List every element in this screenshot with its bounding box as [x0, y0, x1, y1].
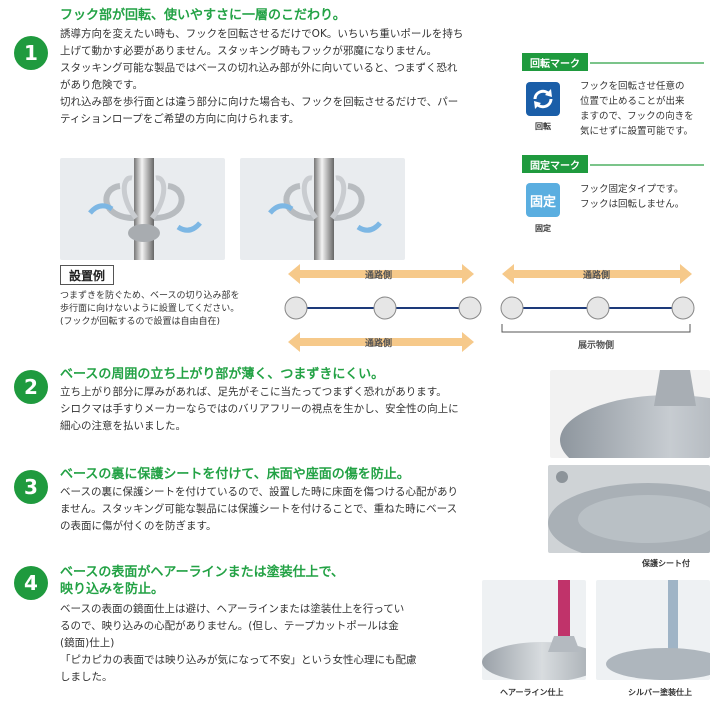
installation-line: つまずきを防ぐため、ベースの切り込み部を — [60, 291, 240, 301]
installation-line: (フックが回転するので設置は自由自在) — [60, 317, 221, 327]
rotation-mark-caption: 回転 — [535, 122, 551, 131]
rotation-mark-line: 位置で止めることが出来 — [580, 96, 685, 107]
section-4-title-line: ベースの表面がヘアーラインまたは塗装仕上で、 — [60, 565, 345, 580]
section-number-4: 4 — [14, 566, 48, 600]
section-number-1: 1 — [14, 36, 48, 70]
section-3-title: ベースの裏に保護シートを付けて、床面や座面の傷を防止。 — [60, 467, 410, 482]
installation-diagram — [284, 264, 695, 352]
fixed-hook-photo — [240, 158, 405, 260]
rotation-mark-line: ますので、フックの向きを — [580, 111, 694, 122]
fixed-mark-line: フック固定タイプです。 — [580, 184, 684, 195]
walkway-label-left-top: 通路側 — [365, 271, 393, 281]
rotation-mark-divider — [590, 62, 704, 64]
section-1-line: があり危険です。 — [60, 79, 143, 91]
section-4-line: ベースの表面の鏡面仕上は避け、ヘアーラインまたは塗装仕上を行ってい — [60, 603, 405, 615]
installation-example-title: 設置例 — [60, 265, 115, 285]
section-1-line: 上げて動かす必要がありません。スタッキング時もフックが邪魔になりません。 — [60, 45, 438, 57]
section-2-line: シロクマは手すりメーカーならではのバリアフリーの視点を生かし、安全性の向上に — [60, 403, 459, 415]
fixed-mark-description: フック固定タイプです。 フックは回転しません。 — [580, 182, 710, 212]
section-4-line: 「ピカピカの表面では映り込みが気になって不安」という女性心理にも配慮 — [60, 654, 417, 666]
walkway-label-left-bottom: 通路側 — [365, 339, 393, 349]
section-1-title: フック部が回転、使いやすさに一層のこだわり。 — [60, 8, 346, 23]
hairline-finish-photo — [482, 580, 586, 680]
section-4-title: ベースの表面がヘアーラインまたは塗装仕上で、 映り込みを防止。 — [60, 564, 344, 598]
section-4-line: るので、映り込みの心配がありません。(但し、テープカットポールは金 — [60, 620, 399, 632]
section-2-body: 立ち上がり部分に厚みがあれば、足先がそこに当たってつまずく恐れがあります。 シロ… — [60, 384, 520, 435]
walkway-label-right-top: 通路側 — [583, 271, 611, 281]
rotation-mark-label: 回転マーク — [522, 53, 588, 71]
section-1-line: 誘導方向を変えたい時も、フックを回転させるだけでOK。いちいち重いポールを持ち — [60, 28, 464, 40]
section-1-body: 誘導方向を変えたい時も、フックを回転させるだけでOK。いちいち重いポールを持ち … — [60, 26, 510, 128]
installation-example-text: つまずきを防ぐため、ベースの切り込み部を 歩行面に向けないように設置してください… — [60, 290, 290, 329]
silver-finish-caption: シルバー塗装仕上 — [628, 688, 692, 697]
fixed-mark-label: 固定マーク — [522, 155, 588, 173]
silver-finish-photo — [596, 580, 710, 680]
protection-sheet-caption: 保護シート付 — [642, 559, 690, 568]
section-2-line: 細心の注意を払いました。 — [60, 420, 186, 432]
section-number-2: 2 — [14, 370, 48, 404]
section-number-3: 3 — [14, 470, 48, 504]
installation-line: 歩行面に向けないように設置してください。 — [60, 304, 240, 314]
rotation-mark-line: 気にせずに設置可能です。 — [580, 126, 694, 137]
section-3-body: ベースの裏に保護シートを付けているので、設置した時に床面を傷つける心配があり ま… — [60, 484, 520, 535]
fixed-mark-line: フックは回転しません。 — [580, 199, 685, 210]
section-4-title-line: 映り込みを防止。 — [60, 582, 165, 597]
fixed-mark-caption: 固定 — [535, 224, 551, 233]
base-edge-photo — [550, 370, 710, 458]
fixed-mark-divider — [590, 164, 704, 166]
section-2-title: ベースの周囲の立ち上がり部が薄く、つまずきにくい。 — [60, 367, 385, 382]
section-4-line: しました。 — [60, 671, 113, 683]
section-3-line: ベースの裏に保護シートを付けているので、設置した時に床面を傷つける心配があり — [60, 486, 459, 498]
section-4-body: ベースの表面の鏡面仕上は避け、ヘアーラインまたは塗装仕上を行ってい るので、映り… — [60, 601, 480, 686]
rotating-hook-photo — [60, 158, 225, 260]
fixed-mark-icon: 固定 — [526, 183, 560, 217]
protection-sheet-photo — [548, 465, 710, 553]
section-3-line: の表面に傷が付くのを防ぎます。 — [60, 520, 217, 532]
section-1-line: スタッキング可能な製品ではベースの切れ込み部が外に向いていると、つまずく恐れ — [60, 62, 458, 74]
section-4-line: (鏡面)仕上) — [60, 637, 115, 649]
display-side-label: 展示物側 — [578, 341, 615, 351]
section-3-line: ません。スタッキング可能な製品には保護シートを付けることで、重ねた時にベース — [60, 503, 458, 515]
rotation-arrows-icon — [526, 82, 560, 116]
section-2-line: 立ち上がり部分に厚みがあれば、足先がそこに当たってつまずく恐れがあります。 — [60, 386, 447, 398]
rotation-mark-line: フックを回転させ任意の — [580, 81, 685, 92]
rotation-mark-description: フックを回転させ任意の 位置で止めることが出来 ますので、フックの向きを 気にせ… — [580, 79, 710, 139]
section-1-line: 切れ込み部を歩行面とは違う部分に向けた場合も、フックを回転させるだけで、パー — [60, 96, 459, 108]
hairline-finish-caption: ヘアーライン仕上 — [500, 688, 564, 697]
section-1-line: ティションロープをご希望の方向に向けられます。 — [60, 113, 300, 125]
